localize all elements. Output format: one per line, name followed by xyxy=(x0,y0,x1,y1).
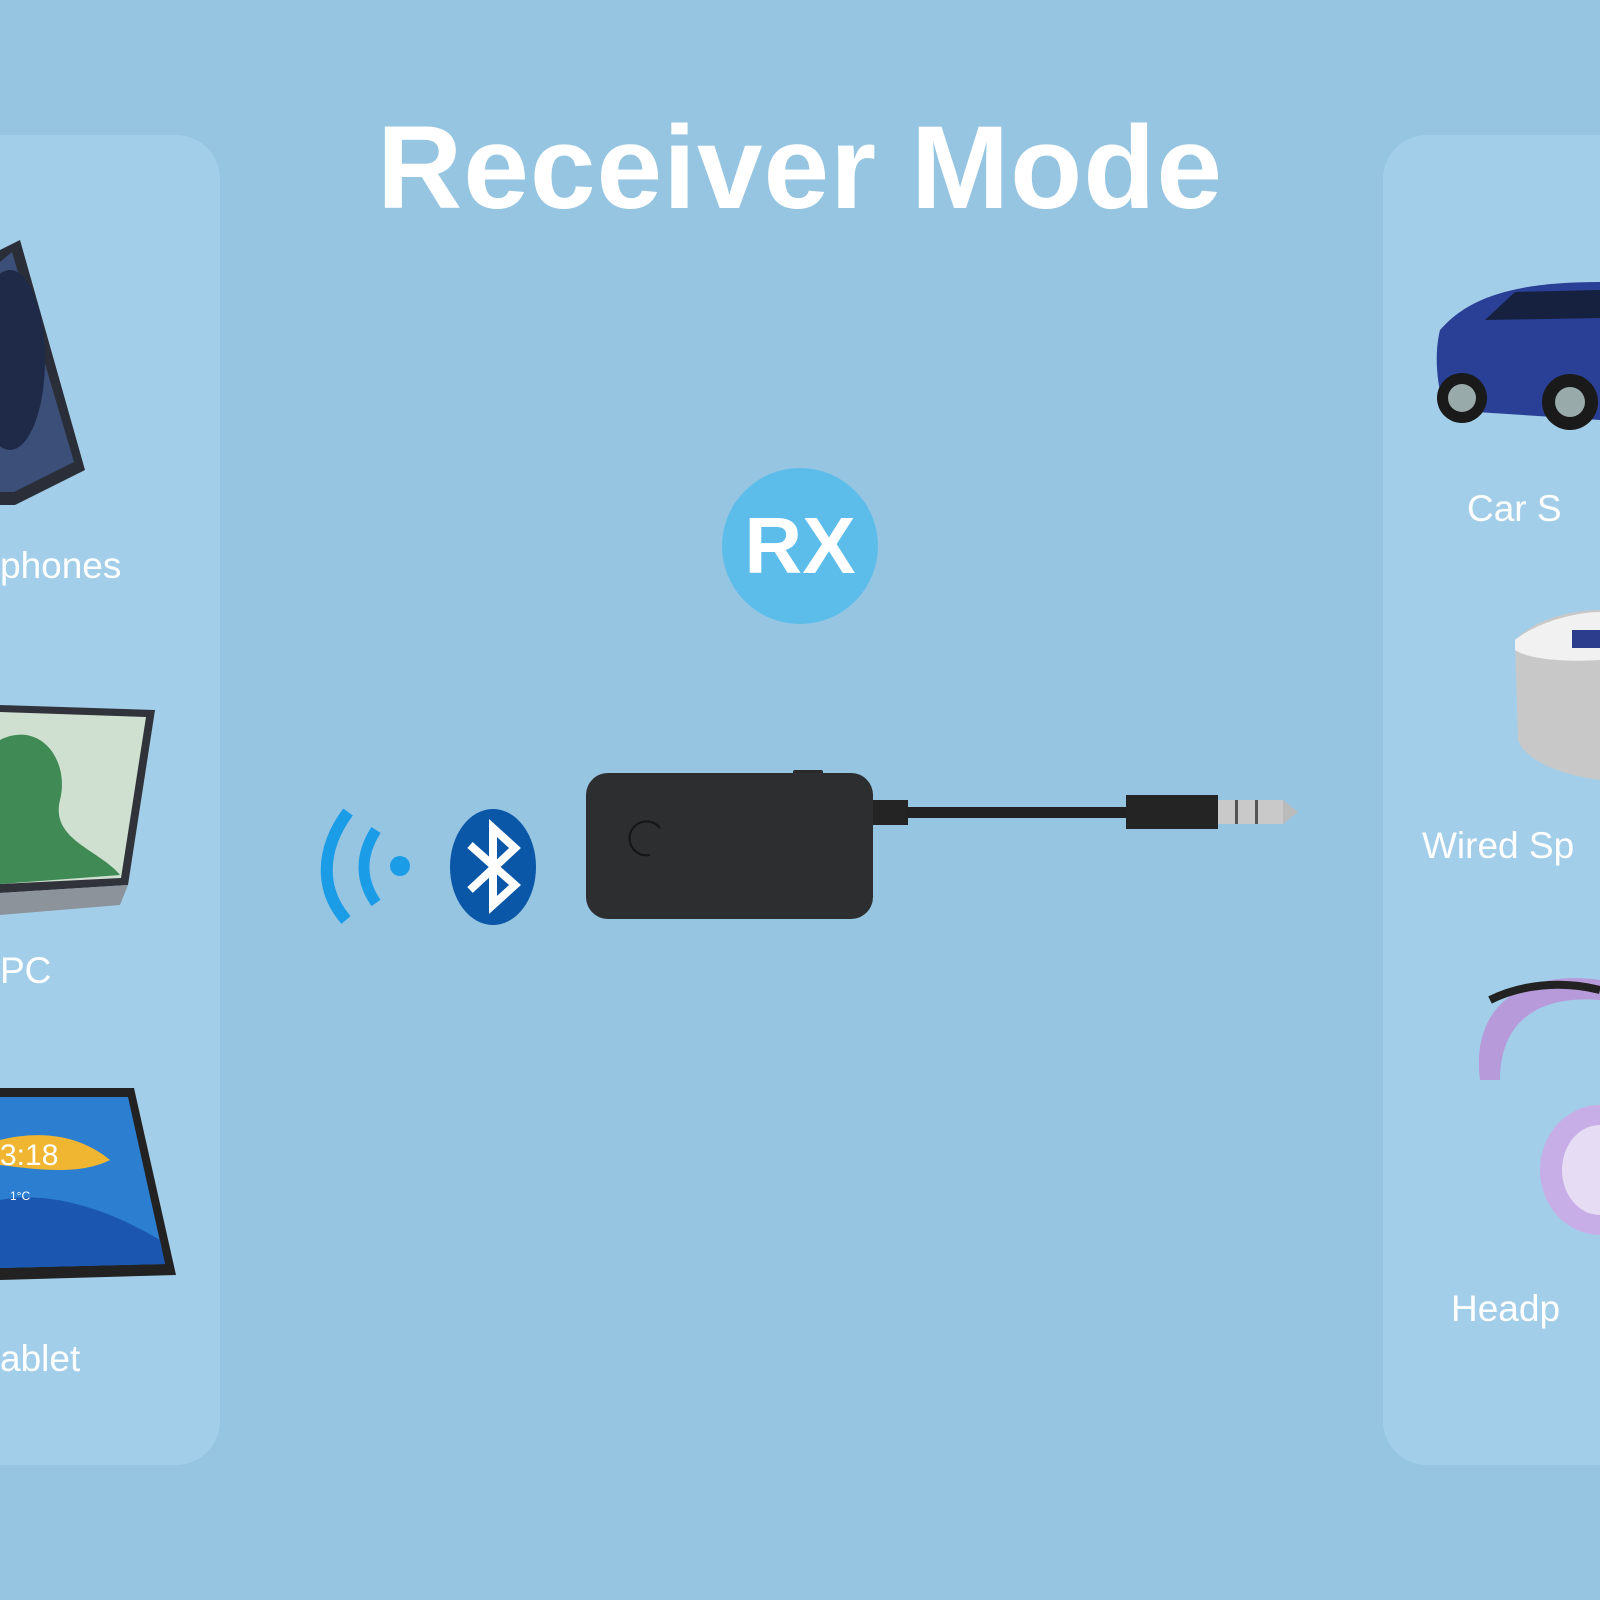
label-pc: PC xyxy=(0,950,52,991)
page-title: Receiver Mode xyxy=(377,102,1223,234)
signal-waves-icon xyxy=(320,808,410,924)
bluetooth-icon xyxy=(450,809,536,925)
tablet-image: 3:18 1°C xyxy=(0,1088,176,1280)
label-headphones: Headp xyxy=(1451,1288,1561,1329)
bluetooth-receiver-image xyxy=(586,770,1298,919)
headphones-image xyxy=(1478,978,1600,1235)
rx-badge: RX xyxy=(722,468,878,624)
label-tablet: ablet xyxy=(0,1338,81,1379)
tablet-temp: 1°C xyxy=(10,1189,30,1203)
label-smartphones: phones xyxy=(0,545,122,586)
smartphone-image xyxy=(0,240,85,505)
car-image xyxy=(1436,282,1600,430)
label-car-stereo: Car S xyxy=(1467,488,1562,529)
laptop-image xyxy=(0,705,155,915)
tablet-time: 3:18 xyxy=(0,1139,58,1172)
label-wired-speaker: Wired Sp xyxy=(1422,825,1575,866)
speaker-image xyxy=(1515,610,1600,780)
